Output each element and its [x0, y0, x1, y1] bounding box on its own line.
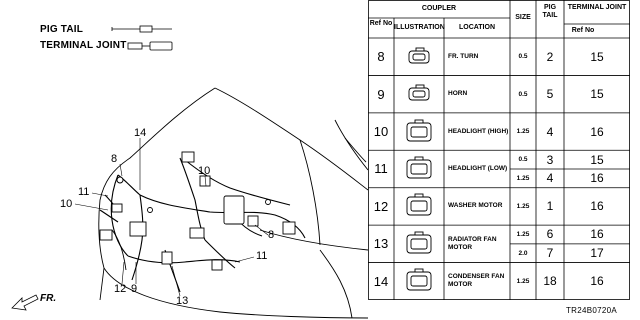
connector-illustration-icon [406, 231, 432, 254]
header-coupler: COUPLER [421, 5, 457, 12]
row-size: 2.0 [518, 249, 528, 257]
header-pig-tail: PIG TAIL [542, 4, 558, 19]
row-location: WASHER MOTOR [448, 202, 503, 210]
callout-8-right: 8 [268, 229, 275, 241]
diagram-code: TR24B0720A [566, 306, 618, 315]
row-size: 1.25 [516, 277, 530, 285]
callout-10-left: 10 [60, 198, 73, 210]
row-pig-tail: 3 [546, 152, 554, 167]
legend-terminal-joint-label: TERMINAL JOINT [40, 40, 127, 51]
row-pig-tail: 2 [546, 49, 554, 64]
harness-drawing [11, 25, 368, 319]
row-terminal-joint: 15 [590, 49, 604, 64]
row-ref-no: 9 [377, 86, 385, 102]
row-size: 1.25 [516, 230, 530, 238]
row-terminal-joint: 16 [590, 171, 604, 186]
connector-illustration-icon [408, 84, 430, 101]
connector-illustration-icon [406, 119, 432, 142]
row-location: HEADLIGHT (HIGH) [448, 127, 509, 135]
row-pig-tail: 4 [546, 171, 554, 186]
callout-12: 12 [114, 283, 127, 295]
row-terminal-joint: 17 [590, 246, 604, 261]
row-location: RADIATOR FAN MOTOR [448, 235, 497, 251]
header-location: LOCATION [458, 24, 496, 31]
terminal-joint-symbol [127, 41, 173, 51]
row-pig-tail: 5 [546, 87, 554, 102]
harness-connectors [99, 151, 296, 271]
row-terminal-joint: 16 [590, 124, 604, 139]
callout-11-right: 11 [256, 250, 268, 262]
row-size: 1.25 [516, 202, 530, 210]
row-size: 0.5 [518, 156, 528, 164]
row-ref-no: 12 [373, 198, 389, 214]
coupler-table: COUPLER Ref No ILLUSTRATION LOCATION SIZ… [368, 0, 630, 300]
connector-illustration-icon [406, 268, 432, 291]
row-ref-no: 11 [374, 161, 388, 177]
callout-14: 14 [134, 127, 147, 139]
row-terminal-joint: 16 [590, 274, 604, 289]
row-pig-tail: 1 [546, 199, 554, 214]
callout-leaders [74, 138, 269, 297]
callout-9: 9 [131, 283, 138, 295]
connector-illustration-icon [408, 47, 430, 64]
row-pig-tail: 4 [546, 124, 554, 139]
connector-illustration-icon [406, 193, 432, 216]
row-size: 1.25 [516, 128, 530, 136]
row-size: 0.5 [518, 90, 528, 98]
header-size: SIZE [515, 14, 531, 21]
pig-tail-symbol [111, 25, 172, 33]
row-pig-tail: 6 [546, 227, 554, 242]
legend-pig-tail-label: PIG TAIL [40, 24, 84, 35]
front-arrow-icon [11, 294, 39, 311]
header-illustration: ILLUSTRATION [394, 24, 445, 31]
callout-10-right: 10 [198, 165, 211, 177]
row-size: 0.5 [518, 53, 528, 61]
row-size: 1.25 [516, 174, 530, 182]
row-terminal-joint: 15 [590, 87, 604, 102]
table-grid [368, 0, 630, 300]
row-terminal-joint: 15 [590, 152, 604, 167]
front-direction-label: FR. [40, 293, 57, 304]
row-location: CONDENSER FAN MOTOR [448, 273, 505, 289]
header-terminal-joint: TERMINAL JOINT [567, 4, 627, 11]
callout-11-left: 11 [78, 186, 90, 198]
connector-illustration-icon [406, 156, 432, 179]
row-pig-tail: 7 [546, 246, 554, 261]
row-location: HEADLIGHT (LOW) [448, 164, 508, 172]
car-body-outline [98, 87, 368, 319]
row-pig-tail: 18 [543, 274, 557, 289]
header-ref-no-sub: Ref No [571, 27, 595, 34]
row-ref-no: 13 [373, 236, 389, 252]
row-ref-no: 8 [377, 49, 385, 65]
row-location: FR. TURN [448, 52, 479, 60]
header-ref-no: Ref No [369, 20, 393, 27]
row-ref-no: 14 [373, 273, 389, 289]
callout-8-top: 8 [111, 153, 118, 165]
row-ref-no: 10 [373, 124, 389, 140]
callout-13: 13 [176, 295, 189, 307]
row-terminal-joint: 16 [590, 227, 604, 242]
row-terminal-joint: 16 [590, 199, 604, 214]
row-location: HORN [448, 90, 468, 98]
